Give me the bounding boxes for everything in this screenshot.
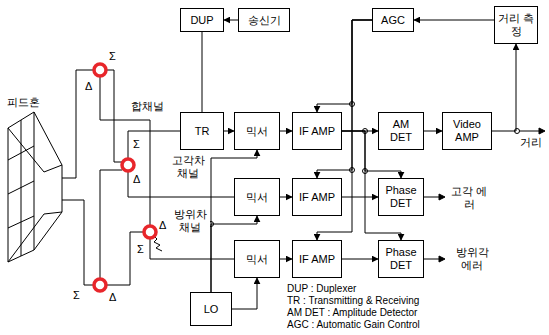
process-box: IF AMP bbox=[292, 240, 342, 278]
signal-label: 거리 bbox=[519, 136, 543, 149]
process-box: IF AMP bbox=[292, 112, 342, 150]
feedhorn bbox=[8, 112, 62, 262]
abbreviation-note: TR : Transmitting & Receiving bbox=[286, 295, 420, 307]
signal-label: 방위각 에러 bbox=[448, 246, 496, 271]
box-label: IF AMP bbox=[299, 253, 335, 266]
process-box: 거리 측정 bbox=[494, 6, 538, 44]
signal-connector bbox=[424, 131, 442, 132]
box-label: IF AMP bbox=[299, 125, 335, 138]
process-box: AM DET bbox=[378, 112, 424, 150]
process-box: Phase DET bbox=[378, 178, 424, 216]
signal-connector bbox=[280, 259, 292, 260]
process-box: 믹서 bbox=[234, 112, 280, 150]
process-box: 믹서 bbox=[234, 240, 280, 278]
signal-connector bbox=[224, 20, 238, 21]
port-symbol: Δ bbox=[108, 291, 117, 304]
box-label: 송신기 bbox=[248, 14, 281, 27]
signal-label: 방위차 채널 bbox=[170, 208, 210, 233]
signal-connector bbox=[280, 131, 292, 132]
process-box: 믹서 bbox=[234, 178, 280, 216]
signal-label: 고각차 채널 bbox=[168, 154, 208, 179]
process-box: 송신기 bbox=[238, 8, 290, 32]
port-symbol: Δ bbox=[84, 80, 93, 93]
port-symbol: Δ bbox=[132, 173, 141, 186]
process-box: Phase DET bbox=[378, 240, 424, 278]
signal-connector bbox=[342, 259, 378, 260]
process-box: DUP bbox=[180, 8, 224, 32]
abbreviation-note: DUP : Duplexer bbox=[286, 283, 357, 295]
signal-label: 합채널 bbox=[130, 100, 165, 113]
box-label: TR bbox=[195, 125, 210, 138]
port-symbol: Σ bbox=[136, 243, 145, 256]
hybrid-junction bbox=[94, 64, 156, 291]
box-label: 거리 측정 bbox=[497, 12, 535, 37]
waveguide-wires bbox=[62, 70, 234, 285]
process-box: AGC bbox=[372, 8, 414, 32]
port-symbol: Σ bbox=[132, 138, 141, 151]
box-label: IF AMP bbox=[299, 191, 335, 204]
signal-label: 피드혼 bbox=[6, 96, 41, 109]
box-label: LO bbox=[204, 303, 219, 316]
abbreviation-note: AM DET : Amplitude Detector bbox=[286, 307, 418, 319]
box-label: Phase DET bbox=[381, 246, 421, 271]
abbreviation-note: AGC : Automatic Gain Control bbox=[286, 319, 421, 331]
box-label: 믹서 bbox=[246, 191, 268, 204]
box-label: DUP bbox=[190, 14, 213, 27]
signal-connector bbox=[202, 32, 203, 112]
box-label: 믹서 bbox=[246, 125, 268, 138]
port-symbol: Σ bbox=[108, 50, 117, 63]
process-box: Video AMP bbox=[442, 112, 492, 150]
port-symbol: Δ bbox=[158, 219, 167, 232]
signal-connector bbox=[492, 44, 516, 131]
signal-connector bbox=[317, 20, 372, 178]
signal-connector bbox=[280, 197, 292, 198]
box-label: Phase DET bbox=[381, 184, 421, 209]
box-label: 믹서 bbox=[246, 253, 268, 266]
box-label: AM DET bbox=[381, 118, 421, 143]
port-symbol: Σ bbox=[72, 289, 81, 302]
signal-connector bbox=[317, 20, 372, 112]
box-label: Video AMP bbox=[445, 118, 489, 143]
signal-connector bbox=[232, 278, 257, 309]
process-box: IF AMP bbox=[292, 178, 342, 216]
signal-connector bbox=[224, 131, 234, 132]
process-box: TR bbox=[180, 112, 224, 150]
signal-label: 고각 에러 bbox=[448, 185, 490, 210]
signal-connector bbox=[414, 20, 494, 21]
oscillator-box: LO bbox=[190, 292, 232, 326]
box-label: AGC bbox=[381, 14, 405, 27]
junction-dot bbox=[209, 102, 520, 227]
signal-connector bbox=[342, 197, 378, 198]
